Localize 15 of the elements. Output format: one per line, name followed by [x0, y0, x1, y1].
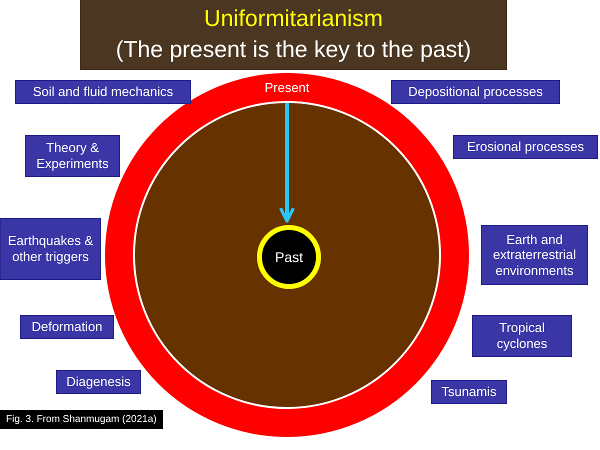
- arrow: [279, 103, 295, 223]
- title: Uniformitarianism: [203, 4, 384, 33]
- figure-caption: Fig. 3. From Shanmugam (2021a): [0, 410, 163, 429]
- label-box: Diagenesis: [56, 370, 141, 394]
- label-box: Soil and fluid mechanics: [15, 80, 191, 104]
- label-box: Theory & Experiments: [25, 135, 120, 177]
- ring-label: Present: [264, 79, 310, 97]
- label-box: Depositional processes: [391, 80, 560, 104]
- label-box: Deformation: [20, 315, 114, 339]
- label-box: Tsunamis: [431, 380, 507, 404]
- label-box: Earthquakes & other triggers: [0, 218, 101, 280]
- label-box: Erosional processes: [453, 135, 598, 159]
- subtitle: (The present is the key to the past): [114, 35, 472, 64]
- label-box: Tropical cyclones: [472, 315, 572, 357]
- label-box: Earth and extraterrestrial environments: [481, 225, 588, 285]
